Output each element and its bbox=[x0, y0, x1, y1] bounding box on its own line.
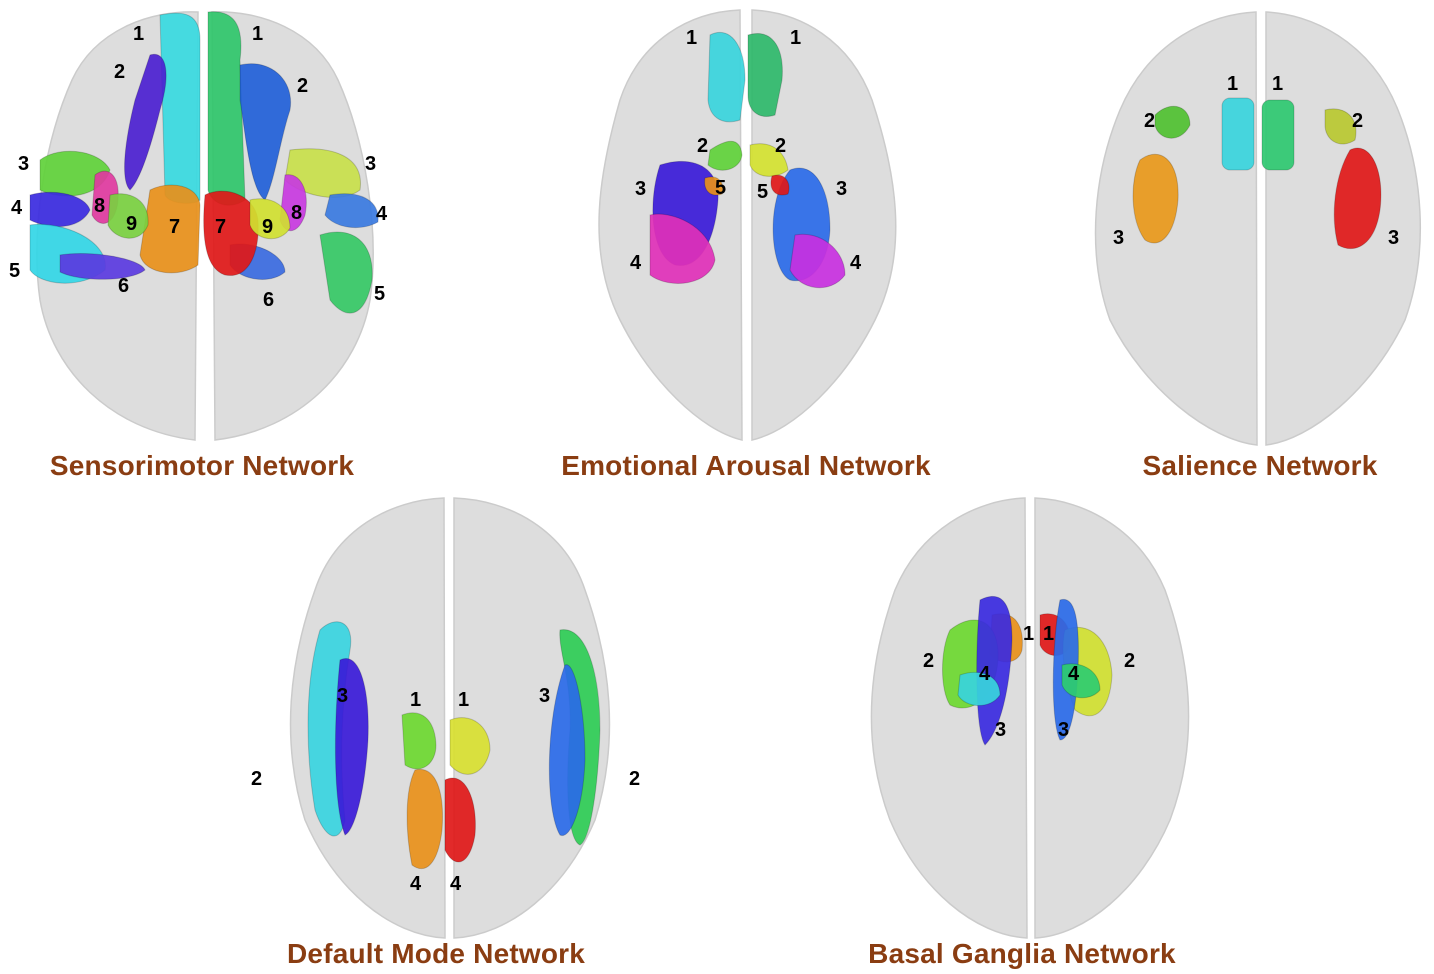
label-4-right: 4 bbox=[376, 203, 388, 225]
label-1-right: 1 bbox=[458, 689, 469, 711]
label-1-right: 1 bbox=[1272, 73, 1283, 95]
brain-figure-default-mode: 1 1 2 2 3 3 4 4 bbox=[240, 490, 660, 934]
brain-figure-sensorimotor: 1 1 2 2 3 3 4 4 5 5 6 6 7 7 8 8 9 9 bbox=[0, 0, 400, 450]
label-4-right: 4 bbox=[1068, 663, 1080, 685]
label-5-right: 5 bbox=[374, 283, 385, 305]
label-1-left: 1 bbox=[1227, 73, 1238, 95]
label-4-left: 4 bbox=[630, 252, 642, 274]
panel-title: Basal Ganglia Network bbox=[868, 938, 1176, 970]
label-2-right: 2 bbox=[1124, 650, 1135, 672]
label-7-left: 7 bbox=[169, 216, 180, 238]
label-2-left: 2 bbox=[1144, 110, 1155, 132]
panel-emotional-arousal: 1 1 2 2 3 3 4 4 5 5 Emotional Arousal Ne… bbox=[560, 0, 940, 490]
label-6-left: 6 bbox=[118, 275, 129, 297]
panel-sensorimotor: 1 1 2 2 3 3 4 4 5 5 6 6 7 7 8 8 9 9 Sens… bbox=[0, 0, 400, 490]
region-4-left bbox=[407, 769, 442, 868]
label-1-left: 1 bbox=[1023, 623, 1034, 645]
panel-title: Default Mode Network bbox=[287, 938, 585, 970]
label-5-right: 5 bbox=[757, 181, 768, 203]
label-3-right: 3 bbox=[539, 685, 550, 707]
panel-title: Sensorimotor Network bbox=[50, 450, 354, 482]
region-1-right bbox=[1262, 100, 1294, 170]
label-3-left: 3 bbox=[635, 178, 646, 200]
label-2-right: 2 bbox=[629, 768, 640, 790]
label-9-left: 9 bbox=[126, 213, 137, 235]
label-3-right: 3 bbox=[365, 153, 376, 175]
label-5-left: 5 bbox=[9, 260, 20, 282]
label-1-left: 1 bbox=[686, 27, 697, 49]
brain-figure-emotional-arousal: 1 1 2 2 3 3 4 4 5 5 bbox=[560, 0, 940, 450]
label-3-left: 3 bbox=[337, 685, 348, 707]
label-1-right: 1 bbox=[252, 23, 263, 45]
label-5-left: 5 bbox=[715, 177, 726, 199]
panel-title: Emotional Arousal Network bbox=[561, 450, 931, 482]
label-3-right: 3 bbox=[836, 178, 847, 200]
label-3-right: 3 bbox=[1058, 719, 1069, 741]
region-1-left bbox=[1222, 98, 1254, 170]
label-8-left: 8 bbox=[94, 195, 105, 217]
label-2-left: 2 bbox=[697, 135, 708, 157]
brain-figure-basal-ganglia: 1 1 2 2 3 3 4 4 bbox=[840, 490, 1220, 934]
brain-outline bbox=[599, 10, 896, 440]
label-3-left: 3 bbox=[995, 719, 1006, 741]
label-2-right: 2 bbox=[1352, 110, 1363, 132]
label-2-right: 2 bbox=[775, 135, 786, 157]
panel-title: Salience Network bbox=[1142, 450, 1377, 482]
label-9-right: 9 bbox=[262, 216, 273, 238]
label-1-left: 1 bbox=[133, 23, 144, 45]
label-6-right: 6 bbox=[263, 289, 274, 311]
label-7-right: 7 bbox=[215, 216, 226, 238]
label-8-right: 8 bbox=[291, 202, 302, 224]
panel-salience: 1 1 2 2 3 3 Salience Network bbox=[1080, 0, 1434, 490]
region-1-right bbox=[748, 33, 782, 116]
label-4-left: 4 bbox=[979, 663, 991, 685]
region-1-left bbox=[160, 13, 200, 203]
brain-outline bbox=[871, 498, 1188, 938]
label-1-right: 1 bbox=[1043, 623, 1054, 645]
label-4-right: 4 bbox=[450, 873, 462, 895]
region-1-right bbox=[208, 12, 245, 205]
panel-default-mode: 1 1 2 2 3 3 4 4 Default Mode Network bbox=[240, 490, 660, 974]
label-2-right: 2 bbox=[297, 75, 308, 97]
regions bbox=[30, 12, 378, 313]
label-4-left: 4 bbox=[410, 873, 422, 895]
label-4-left: 4 bbox=[11, 197, 23, 219]
brain-figure-salience: 1 1 2 2 3 3 bbox=[1080, 0, 1434, 450]
label-3-left: 3 bbox=[1113, 227, 1124, 249]
label-3-right: 3 bbox=[1388, 227, 1399, 249]
label-1-left: 1 bbox=[410, 689, 421, 711]
label-1-right: 1 bbox=[790, 27, 801, 49]
label-3-left: 3 bbox=[18, 153, 29, 175]
label-4-right: 4 bbox=[850, 252, 862, 274]
label-2-left: 2 bbox=[251, 768, 262, 790]
label-2-left: 2 bbox=[923, 650, 934, 672]
label-2-left: 2 bbox=[114, 61, 125, 83]
panel-basal-ganglia: 1 1 2 2 3 3 4 4 Basal Ganglia Network bbox=[840, 490, 1220, 974]
